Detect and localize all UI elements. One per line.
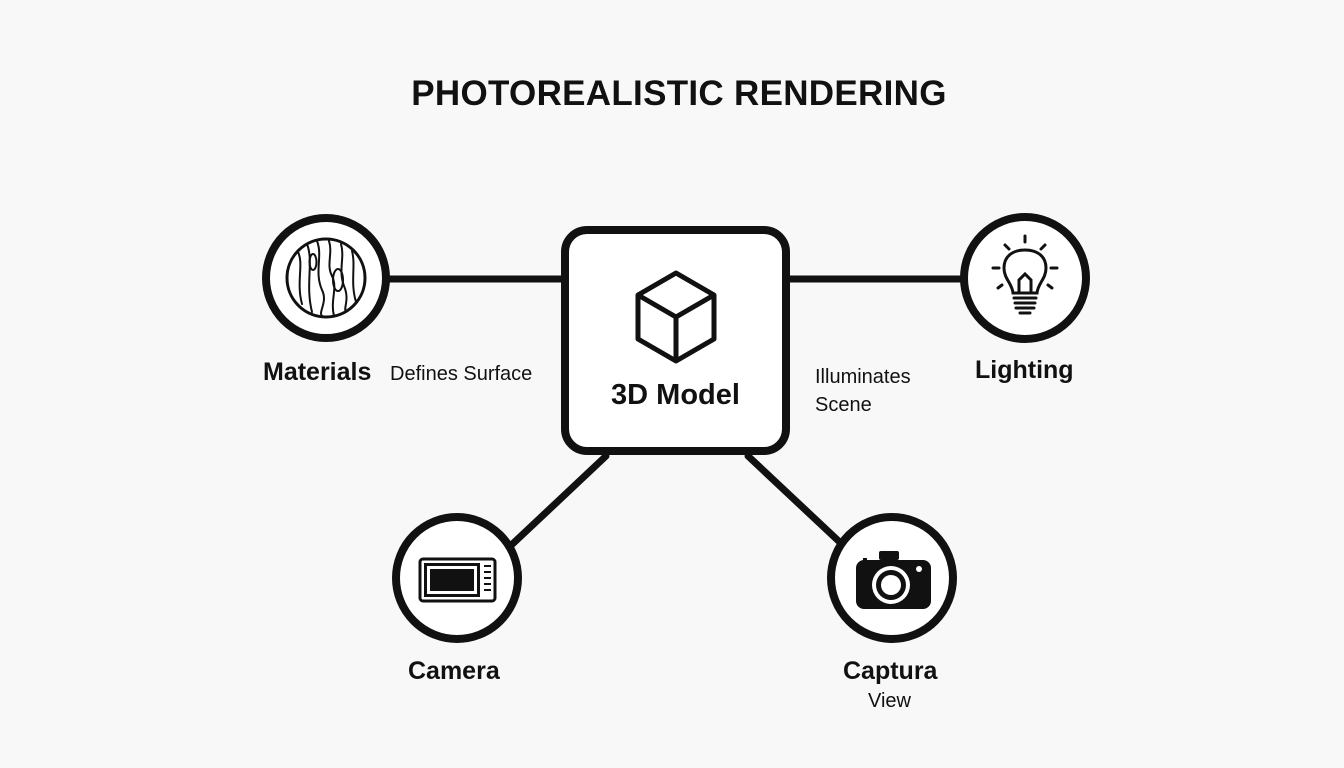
edge-camera [500, 452, 610, 556]
camera-node [392, 513, 522, 643]
capture-node [827, 513, 957, 643]
lighting-edge-label-line1: Illuminates [815, 366, 911, 388]
capture-label: Captura [843, 657, 938, 685]
capture-sublabel: View [868, 690, 911, 712]
materials-edge-label: Defines Surface [390, 363, 533, 385]
monitor-screen-icon [418, 557, 497, 603]
light-bulb-icon [991, 234, 1059, 315]
edge-capture [744, 452, 850, 552]
materials-label: Materials [263, 358, 372, 386]
lighting-node [960, 213, 1090, 343]
center-node [561, 226, 790, 455]
diagram-title: PHOTOREALISTIC RENDERING [411, 74, 947, 113]
wood-grain-icon [285, 237, 367, 319]
lighting-label: Lighting [975, 356, 1074, 384]
cube-icon [635, 270, 717, 364]
camera-label: Camera [408, 657, 500, 685]
materials-node [262, 214, 390, 342]
photo-camera-icon [856, 551, 931, 609]
center-node-label: 3D Model [611, 379, 740, 411]
lighting-edge-label-line2: Scene [815, 394, 872, 416]
